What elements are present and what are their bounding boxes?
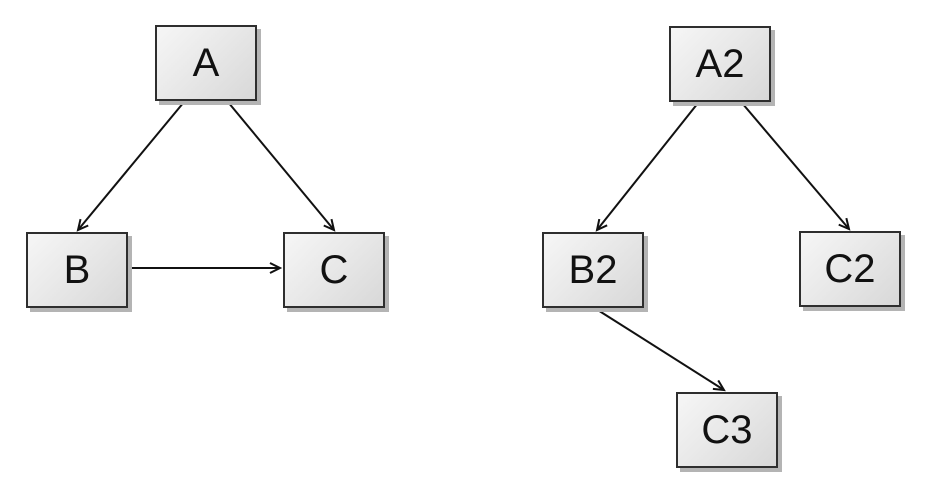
node-B2[interactable]: B2 bbox=[542, 232, 644, 308]
node-A2[interactable]: A2 bbox=[669, 26, 771, 102]
node-C3[interactable]: C3 bbox=[676, 392, 778, 468]
node-label-B: B bbox=[63, 248, 91, 292]
node-label-C2: C2 bbox=[824, 247, 876, 291]
node-B[interactable]: B bbox=[26, 232, 128, 308]
edge-A-C bbox=[227, 101, 336, 232]
edge-A2-C2 bbox=[741, 102, 851, 231]
node-label-A2: A2 bbox=[695, 42, 745, 86]
node-label-B2: B2 bbox=[568, 248, 618, 292]
node-C2[interactable]: C2 bbox=[799, 231, 901, 307]
node-C[interactable]: C bbox=[283, 232, 385, 308]
node-A[interactable]: A bbox=[155, 25, 257, 101]
node-label-A: A bbox=[192, 41, 220, 85]
node-label-C: C bbox=[319, 248, 349, 292]
edge-A-B bbox=[76, 101, 185, 232]
node-label-C3: C3 bbox=[701, 408, 753, 452]
edge-B2-C3 bbox=[592, 306, 726, 392]
edge-A2-B2 bbox=[595, 102, 699, 232]
